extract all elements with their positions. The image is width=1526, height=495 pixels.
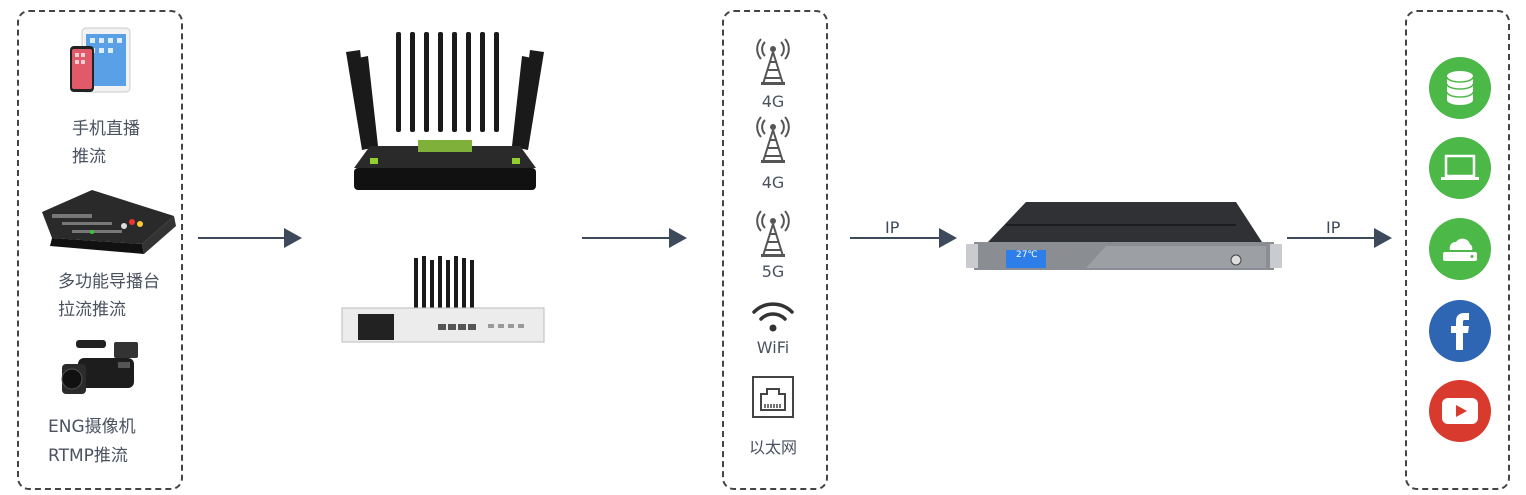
source-label-line1: 手机直播 <box>72 119 140 139</box>
network-label: WiFi <box>756 338 790 357</box>
destination-youtube[interactable] <box>1429 380 1491 442</box>
cloud-server-icon <box>1443 238 1477 261</box>
encoder-device: 27℃ <box>966 198 1282 278</box>
flow-arrow <box>198 228 302 248</box>
cell-tower-icon <box>756 210 790 257</box>
destination-cloud-server <box>1429 218 1491 280</box>
youtube-icon <box>1442 398 1478 424</box>
encoder-temp-display: 27℃ <box>1016 250 1038 260</box>
cell-tower-icon <box>756 116 790 163</box>
source-label-line2: RTMP推流 <box>48 446 128 466</box>
cell-tower-icon <box>756 38 790 85</box>
ip-label: IP <box>1326 218 1341 237</box>
camcorder-icon <box>61 340 138 394</box>
destinations-group <box>1405 10 1510 490</box>
source-label-line1: 多功能导播台 <box>58 272 160 292</box>
networks-group <box>722 10 828 490</box>
network-label: 以太网 <box>748 438 797 457</box>
network-label: 4G <box>761 92 785 111</box>
rack-server-icon <box>966 202 1282 270</box>
ethernet-icon <box>752 376 794 418</box>
phone-tablet-icon <box>70 27 131 93</box>
facebook-icon <box>1451 313 1469 350</box>
destination-facebook[interactable] <box>1429 300 1491 362</box>
multi-link-gateway-icon <box>341 256 545 343</box>
laptop-icon <box>1441 154 1479 180</box>
network-label: 4G <box>761 173 785 192</box>
flow-arrow <box>582 228 687 248</box>
flow-arrow <box>850 228 957 248</box>
destination-database <box>1429 57 1491 119</box>
video-switcher-icon <box>42 190 176 254</box>
network-label: 5G <box>761 262 785 281</box>
flow-arrow <box>1287 228 1392 248</box>
wifi-icon <box>752 302 794 332</box>
ip-label: IP <box>885 218 900 237</box>
5g-router-icon <box>346 32 544 190</box>
source-label-line2: 拉流推流 <box>58 300 126 320</box>
database-icon <box>1446 71 1474 105</box>
source-label-line1: ENG摄像机 <box>48 417 136 437</box>
source-label-line2: 推流 <box>72 147 106 167</box>
destination-laptop <box>1429 137 1491 199</box>
sources-group <box>17 10 183 490</box>
